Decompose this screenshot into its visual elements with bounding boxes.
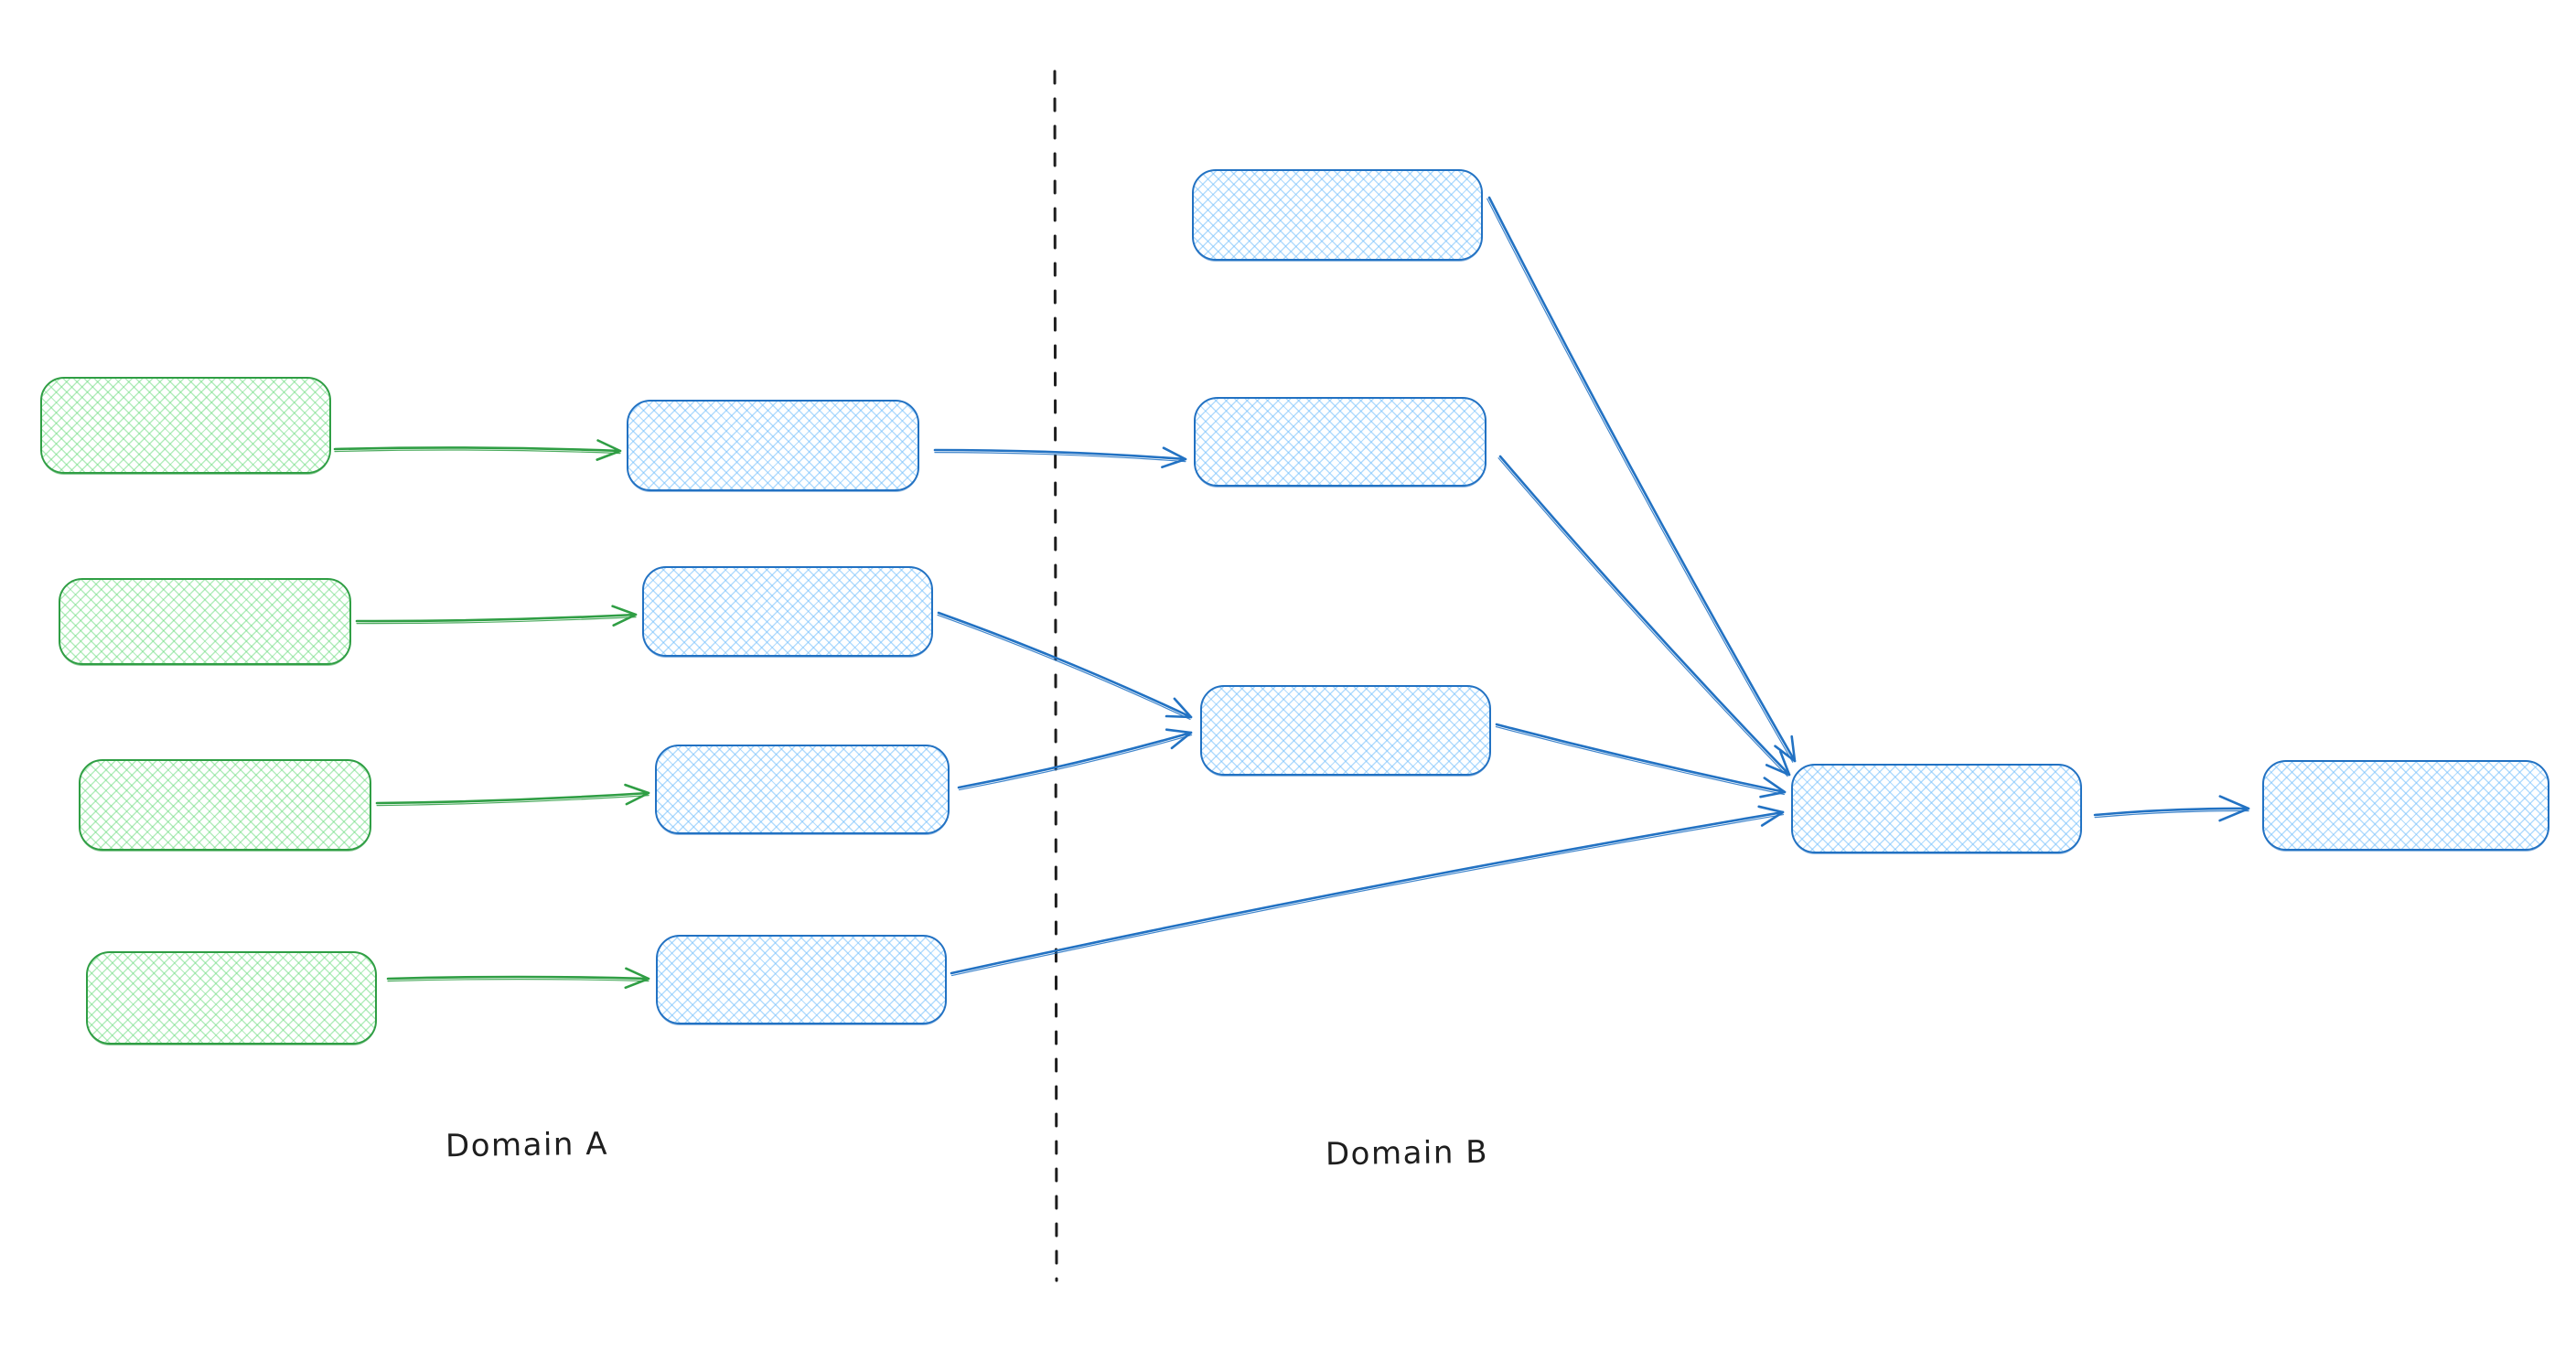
arrow-source1-stage1[interactable] (333, 439, 622, 461)
node-domain-a-source-3[interactable] (79, 759, 371, 851)
arrow-source2-stage2-arrowhead (611, 605, 638, 627)
arrow-source3-stage3[interactable] (375, 783, 650, 807)
node-domain-a-stage-2[interactable] (642, 566, 933, 657)
arrow-source2-stage2[interactable] (355, 605, 638, 627)
arrow-stage4-merge[interactable] (950, 805, 1785, 977)
arrow-stage3-node3-arrowhead (1165, 728, 1193, 750)
arrow-merge-output-arrowhead (2218, 795, 2250, 822)
node-domain-b-node-1[interactable] (1192, 169, 1483, 261)
arrow-node2-merge-arrowhead (1765, 750, 1791, 777)
node-domain-b-merge[interactable] (1791, 764, 2082, 853)
node-domain-a-source-4[interactable] (86, 951, 377, 1045)
arrow-stage2-node3[interactable] (937, 611, 1193, 721)
arrow-source3-stage3-arrowhead (624, 783, 650, 806)
arrow-node3-merge-arrowhead (1759, 777, 1787, 799)
node-domain-b-node-2[interactable] (1194, 397, 1487, 487)
node-domain-a-stage-1[interactable] (627, 400, 919, 491)
node-domain-a-stage-4[interactable] (656, 935, 947, 1024)
arrow-source1-stage1-arrowhead (596, 439, 622, 461)
arrow-source4-stage4-arrowhead (624, 967, 650, 990)
arrow-node3-merge[interactable] (1495, 723, 1787, 799)
arrow-merge-output[interactable] (2093, 795, 2250, 822)
node-domain-a-source-1[interactable] (40, 377, 331, 474)
arrow-stage4-merge-arrowhead (1757, 805, 1785, 827)
arrow-stage1-node2-arrowhead (1161, 446, 1187, 468)
node-domain-b-output[interactable] (2262, 760, 2549, 851)
node-domain-b-node-3[interactable] (1200, 685, 1491, 776)
node-domain-a-source-2[interactable] (59, 578, 351, 665)
domain-separator-line[interactable] (1053, 70, 1058, 1282)
arrow-stage1-node2[interactable] (933, 446, 1187, 468)
arrow-node1-merge[interactable] (1487, 196, 1797, 763)
arrow-stage3-node3[interactable] (957, 728, 1193, 791)
arrow-source4-stage4[interactable] (386, 967, 650, 990)
node-domain-a-stage-3[interactable] (655, 745, 950, 834)
arrow-node1-merge-arrowhead (1774, 734, 1797, 763)
domain-a-label[interactable]: Domain A (445, 1125, 609, 1165)
arrow-stage2-node3-arrowhead (1165, 697, 1193, 719)
domain-b-label[interactable]: Domain B (1325, 1133, 1489, 1174)
arrow-node2-merge[interactable] (1497, 455, 1791, 777)
